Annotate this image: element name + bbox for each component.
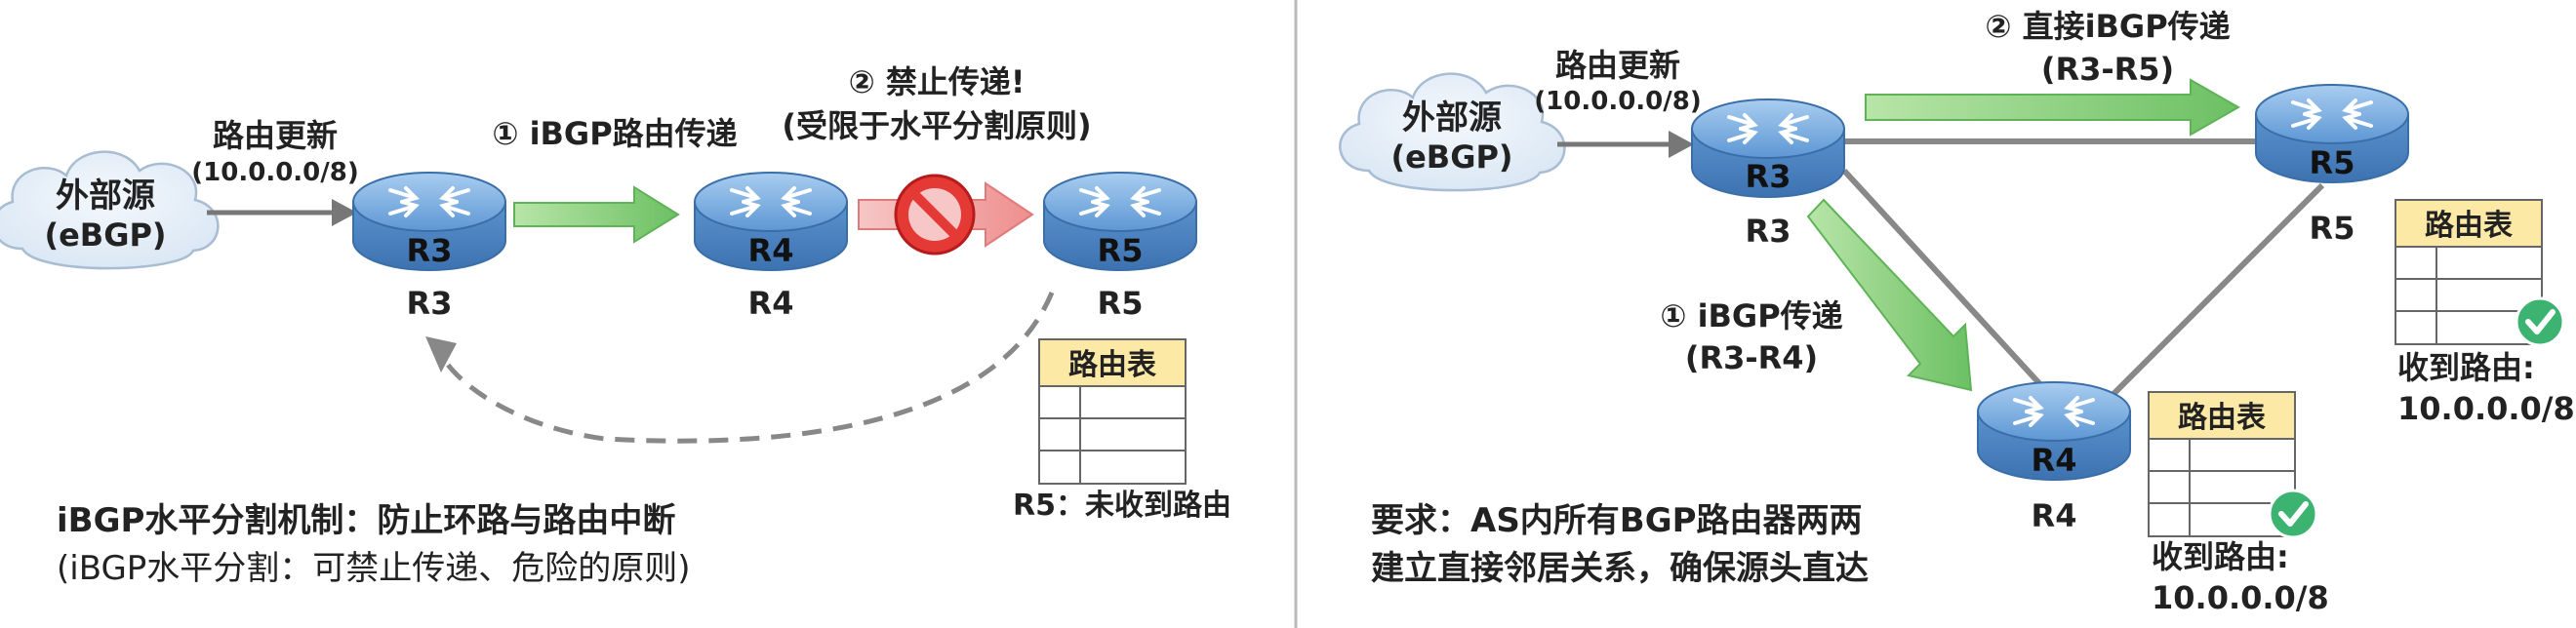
received-label-r5: 收到路由: — [2397, 349, 2535, 386]
r5-status-left: R5：未收到路由 — [1013, 489, 1231, 523]
routing-table-r4-right: 路由表 — [2148, 391, 2316, 537]
cloud-sublabel-right: (eBGP) — [1390, 138, 1512, 176]
caption-title-left: iBGP水平分割机制：防止环路与路由中断 — [57, 501, 675, 540]
update-prefix-right: (10.0.0.0/8) — [1534, 87, 1701, 116]
update-arrow-left — [207, 199, 357, 226]
step1-label-left: ① iBGP路由传递 — [492, 115, 737, 152]
cloud-label-right: 外部源 — [1402, 98, 1502, 137]
update-arrow-right — [1557, 131, 1694, 158]
caption-line2-right: 建立直接邻居关系，确保源头直达 — [1371, 549, 1869, 588]
step1-label-right: ① iBGP传递 — [1660, 297, 1842, 334]
router-r3-caption-left: R3 — [407, 285, 453, 322]
step2-label-left: ② 禁止传递! — [849, 63, 1026, 100]
dashed-return-arrow — [425, 292, 1055, 444]
blocked-icon — [894, 174, 976, 255]
green-arrow-r3-r4 — [513, 185, 680, 244]
update-prefix-left: (10.0.0.0/8) — [191, 158, 358, 187]
green-arrow-r3-r4 — [1806, 198, 1973, 392]
router-r5-caption-left: R5 — [1098, 285, 1144, 322]
direct-sublabel-right: (R3-R5) — [2041, 51, 2174, 88]
received-prefix-r5: 10.0.0.0/8 — [2397, 390, 2575, 427]
router-r4-icon-text-right: R4 — [2032, 442, 2077, 479]
routing-table-r5-right: 路由表 — [2395, 199, 2563, 345]
router-r3-icon-text-right: R3 — [1746, 158, 1791, 195]
cloud-label-left: 外部源 — [56, 177, 155, 216]
routing-table-title-r5-right: 路由表 — [2425, 209, 2513, 243]
router-r4-caption-left: R4 — [748, 285, 794, 322]
check-icon-r5 — [2516, 298, 2563, 345]
routing-table-title-left: 路由表 — [1068, 348, 1156, 382]
caption-line1-right: 要求：AS内所有BGP路由器两两 — [1371, 501, 1863, 540]
update-label-right: 路由更新 — [1555, 47, 1680, 84]
step2-sublabel-left: (受限于水平分割原则) — [782, 107, 1091, 144]
router-r5-caption-right: R5 — [2310, 210, 2355, 247]
check-icon-r4 — [2270, 491, 2316, 537]
router-r5-icon-text-left: R5 — [1098, 232, 1144, 269]
routing-table-r5-left: 路由表 — [1038, 338, 1187, 485]
step1-sublabel-right: (R3-R4) — [1685, 339, 1818, 376]
caption-sub-left: (iBGP水平分割：可禁止传递、危险的原则) — [57, 549, 691, 588]
received-label-r4: 收到路由: — [2152, 538, 2289, 575]
router-r4-icon-text-left: R4 — [748, 232, 794, 269]
router-r4-caption-right: R4 — [2032, 497, 2077, 534]
direct-label-right: ② 直接iBGP传递 — [1985, 8, 2230, 45]
routing-table-title-r4-right: 路由表 — [2178, 401, 2266, 435]
router-r5-icon-text-right: R5 — [2310, 144, 2355, 181]
cloud-sublabel-left: (eBGP) — [44, 216, 166, 254]
router-r3-caption-right: R3 — [1746, 213, 1791, 250]
router-r3-icon-text-left: R3 — [407, 232, 453, 269]
right-panel: 外部源 (eBGP) 路由更新 (10.0.0.0/8) ② 直接iBGP传递 … — [1339, 8, 2575, 616]
link-r3-r4 — [1841, 168, 2062, 408]
link-r4-r5 — [2105, 182, 2325, 403]
update-label-left: 路由更新 — [213, 117, 338, 154]
received-prefix-r4: 10.0.0.0/8 — [2152, 579, 2329, 616]
left-panel: 外部源 (eBGP) 路由更新 (10.0.0.0/8) R3 R3 ① iBG… — [0, 63, 1231, 588]
green-arrow-r3-r5 — [1865, 78, 2241, 137]
